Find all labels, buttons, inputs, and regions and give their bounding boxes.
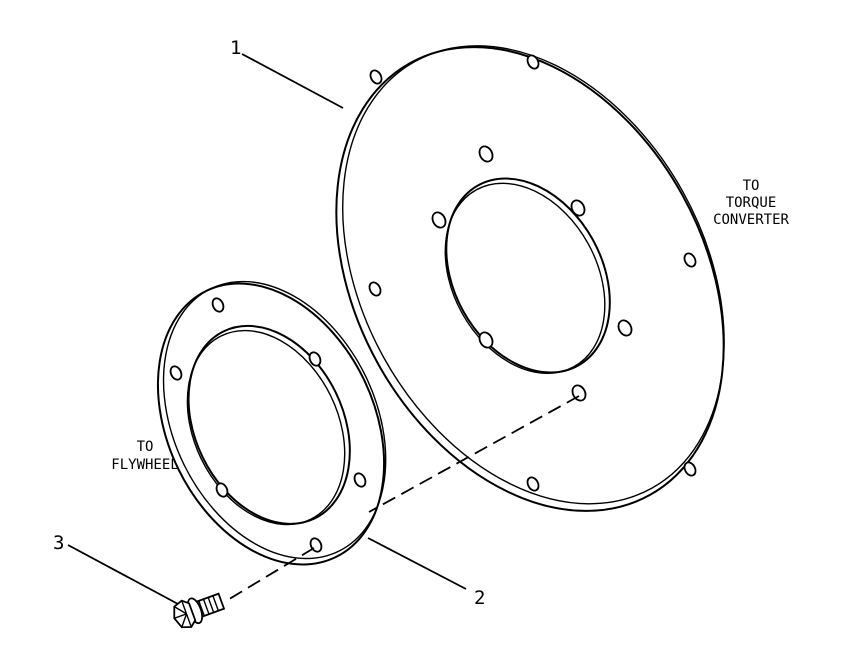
ring-plate-bolt-hole [215,482,229,498]
large-plate-inner-hole [478,145,494,163]
note-to-flywheel: TO FLYWHEEL [111,439,178,473]
large-plate-outer-hole [526,54,540,70]
note-line: TO [137,439,154,455]
assembly-centerline-bolt [225,547,315,602]
large-plate-outer-rim [342,45,725,505]
large-plate-center-opening-rim [444,182,606,374]
leader-line-part-2 [367,537,467,590]
ring-plate-inner-opening [187,324,351,525]
callout-part-1: 1 [230,37,241,59]
ring-plate-outer-edge [156,282,386,566]
large-plate-outer-hole [368,281,382,297]
note-line: TORQUE [726,195,777,211]
leader-line-part-1 [241,53,344,109]
note-line: CONVERTER [713,212,789,228]
large-plate-outer-hole [526,476,540,492]
large-plate-outer-hole [369,69,383,85]
ring-plate-inner-opening-rim [186,329,346,526]
large-plate-inner-hole [570,199,586,217]
large-plate-inner-hole [431,211,447,229]
callout-part-2: 2 [474,587,485,609]
note-line: FLYWHEEL [111,457,178,473]
large-plate-outer-edge [335,46,725,512]
large-plate-inner-hole [478,331,494,349]
ring-plate-outer-rim [162,280,387,560]
ring-plate-bolt-hole [211,297,225,313]
hex-head-bolt-icon [173,592,226,629]
assembly-centerline-plate [368,395,580,513]
note-line: TO [743,178,760,194]
callout-part-3: 3 [53,532,64,554]
large-plate-inner-hole [617,319,633,337]
ring-plate-bolt-hole [169,365,183,381]
leader-line-part-3 [67,544,179,605]
large-plate-outer-hole [683,461,697,477]
ring-plate-bolt-hole [353,472,367,488]
ring-plate-bolt-hole [308,351,322,367]
small-ring-plate [156,280,387,566]
large-plate-outer-hole [683,252,697,268]
note-to-torque-converter: TO TORQUE CONVERTER [713,178,789,228]
large-plate-center-opening [445,177,611,374]
large-flex-plate [335,45,725,512]
